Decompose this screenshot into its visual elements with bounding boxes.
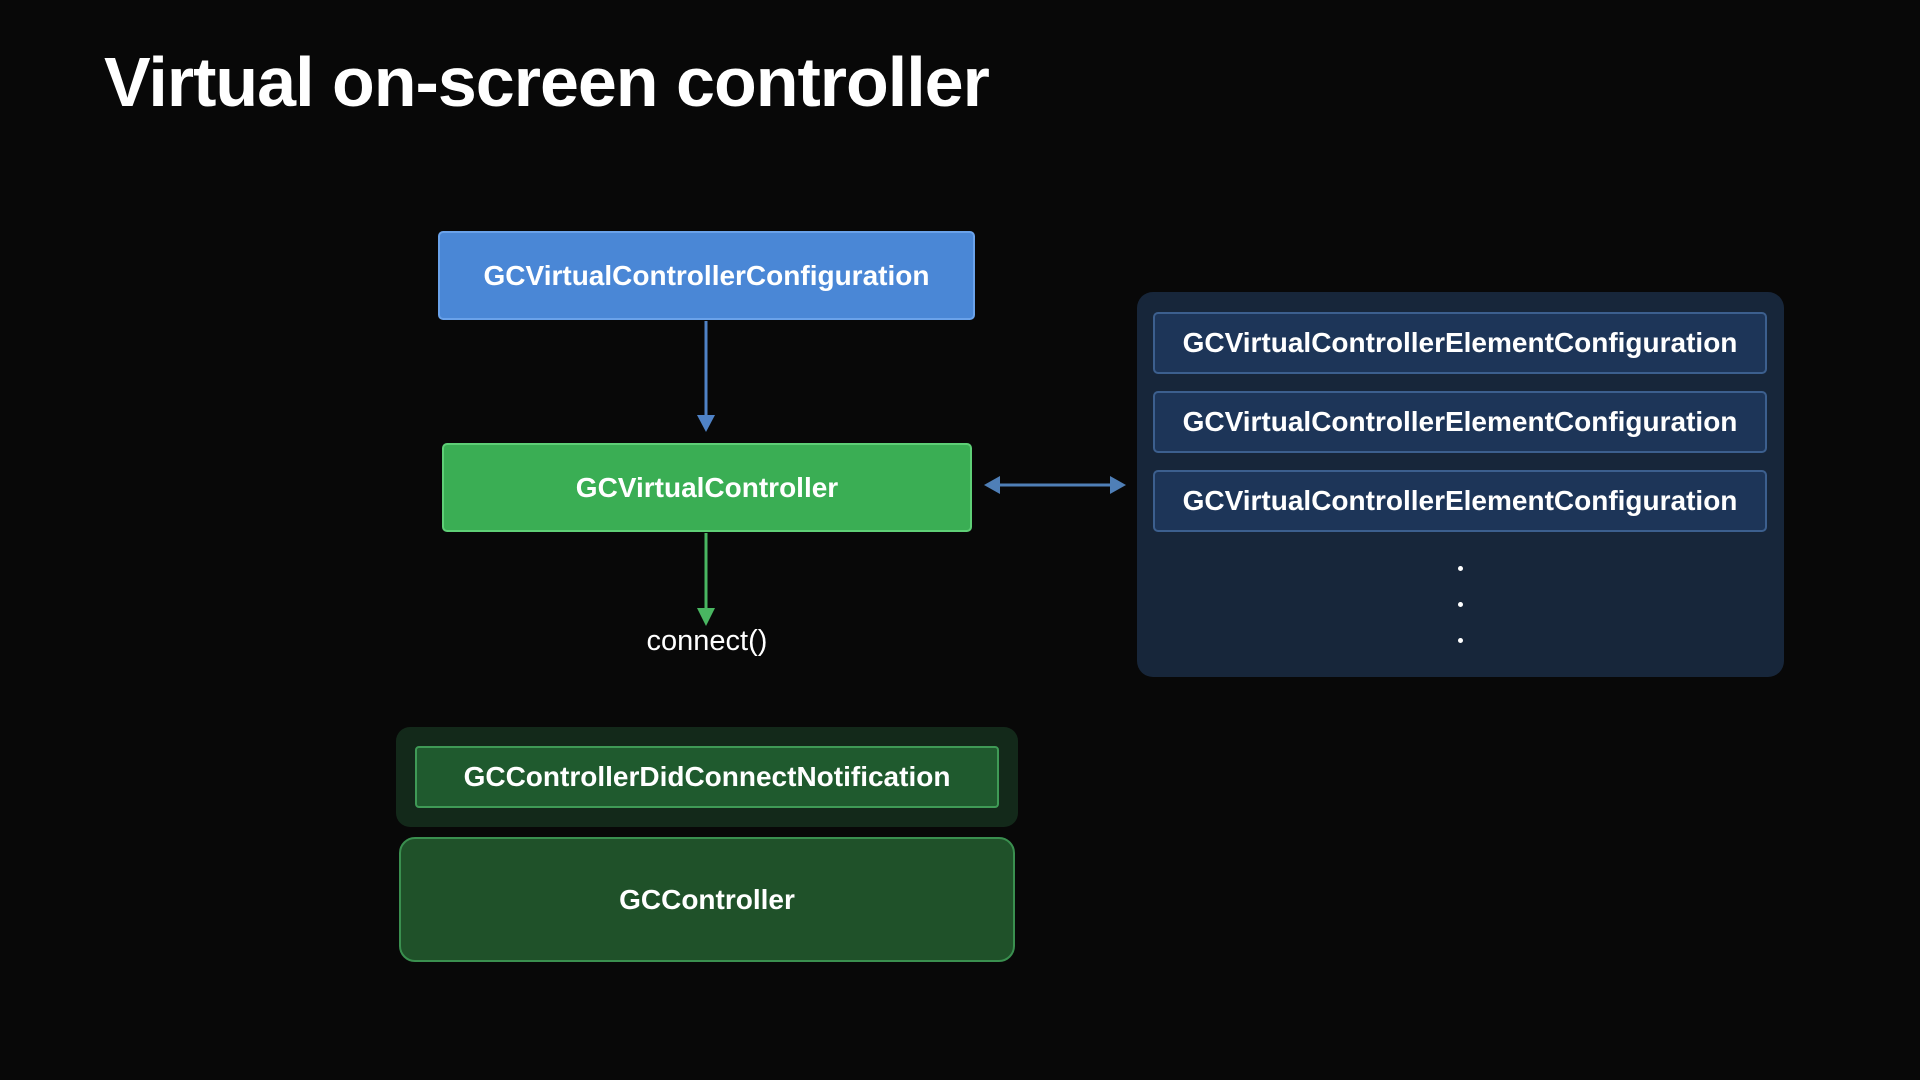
did-connect-notification-node: GCControllerDidConnectNotification	[415, 746, 999, 808]
element-configuration-item: GCVirtualControllerElementConfiguration	[1153, 470, 1767, 532]
element-configuration-label: GCVirtualControllerElementConfiguration	[1182, 485, 1738, 516]
element-configuration-label: GCVirtualControllerElementConfiguration	[1182, 327, 1738, 358]
controller-to-connect-arrow-icon	[697, 533, 715, 626]
notification-node-label: GCControllerDidConnectNotification	[463, 761, 951, 792]
connect-method-label: connect()	[646, 625, 768, 657]
element-configuration-item: GCVirtualControllerElementConfiguration	[1153, 391, 1767, 453]
element-configuration-label: GCVirtualControllerElementConfiguration	[1182, 406, 1738, 437]
element-configuration-item: GCVirtualControllerElementConfiguration	[1153, 312, 1767, 374]
virtual-controller-node-label: GCVirtualController	[575, 471, 839, 503]
vertical-ellipsis-icon	[1458, 602, 1463, 607]
gccontroller-node-label: GCController	[619, 883, 795, 915]
notification-panel: GCControllerDidConnectNotification	[396, 727, 1018, 827]
element-configurations-panel: GCVirtualControllerElementConfiguration …	[1137, 292, 1784, 677]
vertical-ellipsis-icon	[1458, 638, 1463, 643]
double-arrow-icon	[984, 476, 1126, 494]
configuration-node-label: GCVirtualControllerConfiguration	[483, 259, 930, 291]
virtual-controller-configuration-node: GCVirtualControllerConfiguration	[438, 231, 975, 320]
virtual-controller-node: GCVirtualController	[442, 443, 972, 532]
slide-title: Virtual on-screen controller	[104, 43, 990, 121]
vertical-ellipsis-icon	[1458, 566, 1463, 571]
config-to-controller-arrow-icon	[697, 321, 715, 432]
gccontroller-node: GCController	[399, 837, 1015, 962]
